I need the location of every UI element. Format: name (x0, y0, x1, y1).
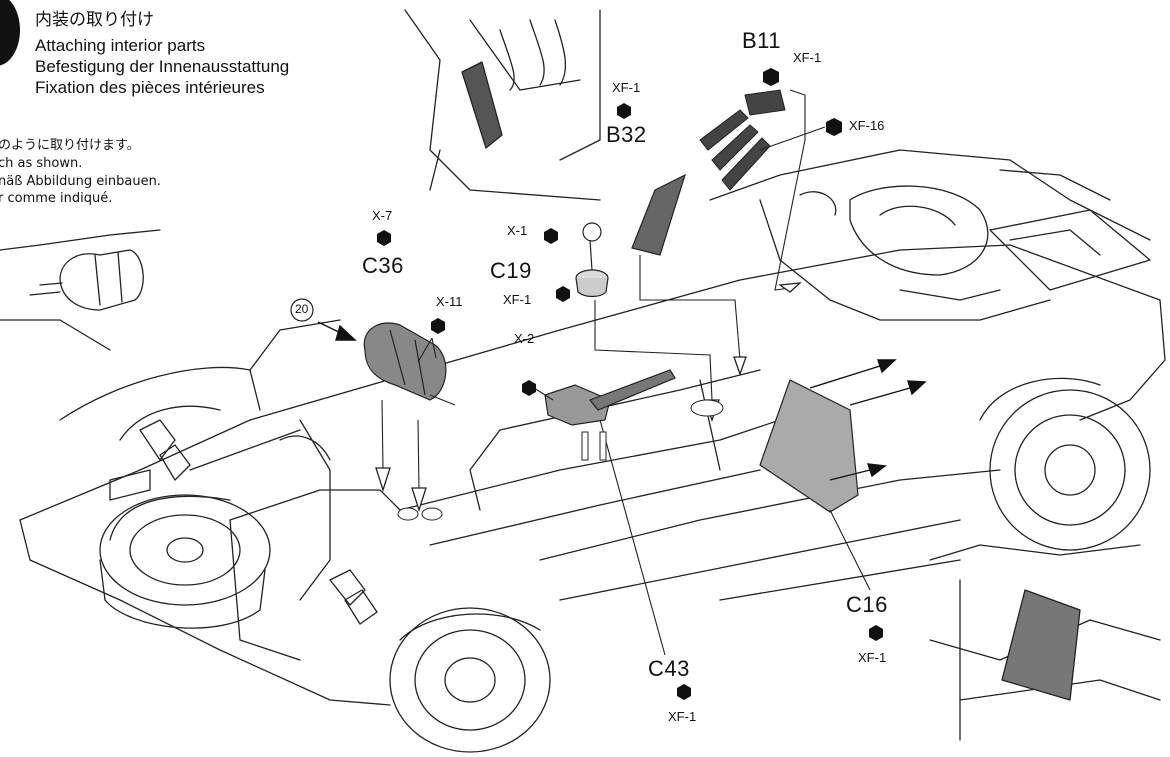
note-french: r comme indiqué. (0, 191, 113, 206)
part-label-c19: C19 (490, 258, 532, 283)
front-wheel (979, 377, 1151, 551)
leader-c36-a (381, 399, 384, 471)
paint-label-x2: X-2 (514, 331, 535, 346)
mudflap-inset-part (1001, 589, 1081, 701)
inset-pedals (404, 9, 601, 201)
engine-bay (709, 149, 1151, 321)
b32-part (631, 173, 686, 256)
leader-c43 (599, 419, 666, 656)
c19-shifter (575, 222, 609, 298)
leader-b11 (774, 89, 806, 291)
title-french: Fixation des pièces intérieures (35, 78, 265, 97)
paint-label-c16: XF-1 (858, 650, 887, 665)
paint-label-b32: XF-1 (612, 80, 641, 95)
step-number-badge (0, 0, 20, 66)
ref-step-circle (290, 298, 314, 322)
leader-xf16 (759, 126, 826, 151)
leader-c19 (594, 300, 713, 401)
note-japanese: のように取り付けます。 (0, 138, 140, 153)
paint-label-c36: X-7 (372, 208, 393, 223)
part-label-c16: C16 (846, 592, 888, 617)
leader-c16 (829, 509, 871, 591)
inset-fuel-tank (0, 229, 161, 351)
handbrake (544, 369, 676, 426)
part-label-c43: C43 (648, 656, 690, 681)
paint-label-b11: XF-1 (793, 50, 822, 65)
paint-label-c43: XF-1 (668, 709, 697, 724)
part-label-b32: B32 (606, 122, 647, 147)
placement-arrows (317, 321, 927, 481)
leader-x2 (533, 387, 554, 401)
rear-wheel (389, 607, 551, 753)
title-german: Befestigung der Innenausstattung (35, 57, 290, 76)
leader-b32 (639, 255, 741, 361)
title-japanese: 内装の取り付け (35, 10, 154, 30)
paint-label-b11-2: XF-16 (849, 118, 885, 133)
title-english: Attaching interior parts (35, 36, 206, 55)
note-german: näß Abbildung einbauen. (0, 174, 161, 189)
pedal-inset-part (461, 61, 503, 149)
part-label-c36: C36 (362, 253, 404, 278)
spare-tire (99, 494, 271, 629)
b11-pedals (699, 89, 786, 191)
paint-markers (377, 68, 883, 700)
small-parts-dots (397, 399, 724, 521)
car-body-outline (19, 244, 1166, 706)
ref-step-number: 20 (295, 302, 309, 316)
leader-x11 (417, 337, 437, 363)
note-english: ch as shown. (0, 156, 83, 171)
paint-label-c19-2: XF-1 (503, 292, 532, 307)
paint-label-c19: X-1 (507, 223, 528, 238)
c16-mudflap (759, 379, 859, 513)
paint-label-c36-2: X-11 (436, 294, 463, 309)
rear-fender (109, 405, 378, 625)
c36-fuel-pump (363, 322, 456, 406)
part-label-b11: B11 (742, 28, 782, 53)
leader-c36-b (417, 419, 420, 491)
